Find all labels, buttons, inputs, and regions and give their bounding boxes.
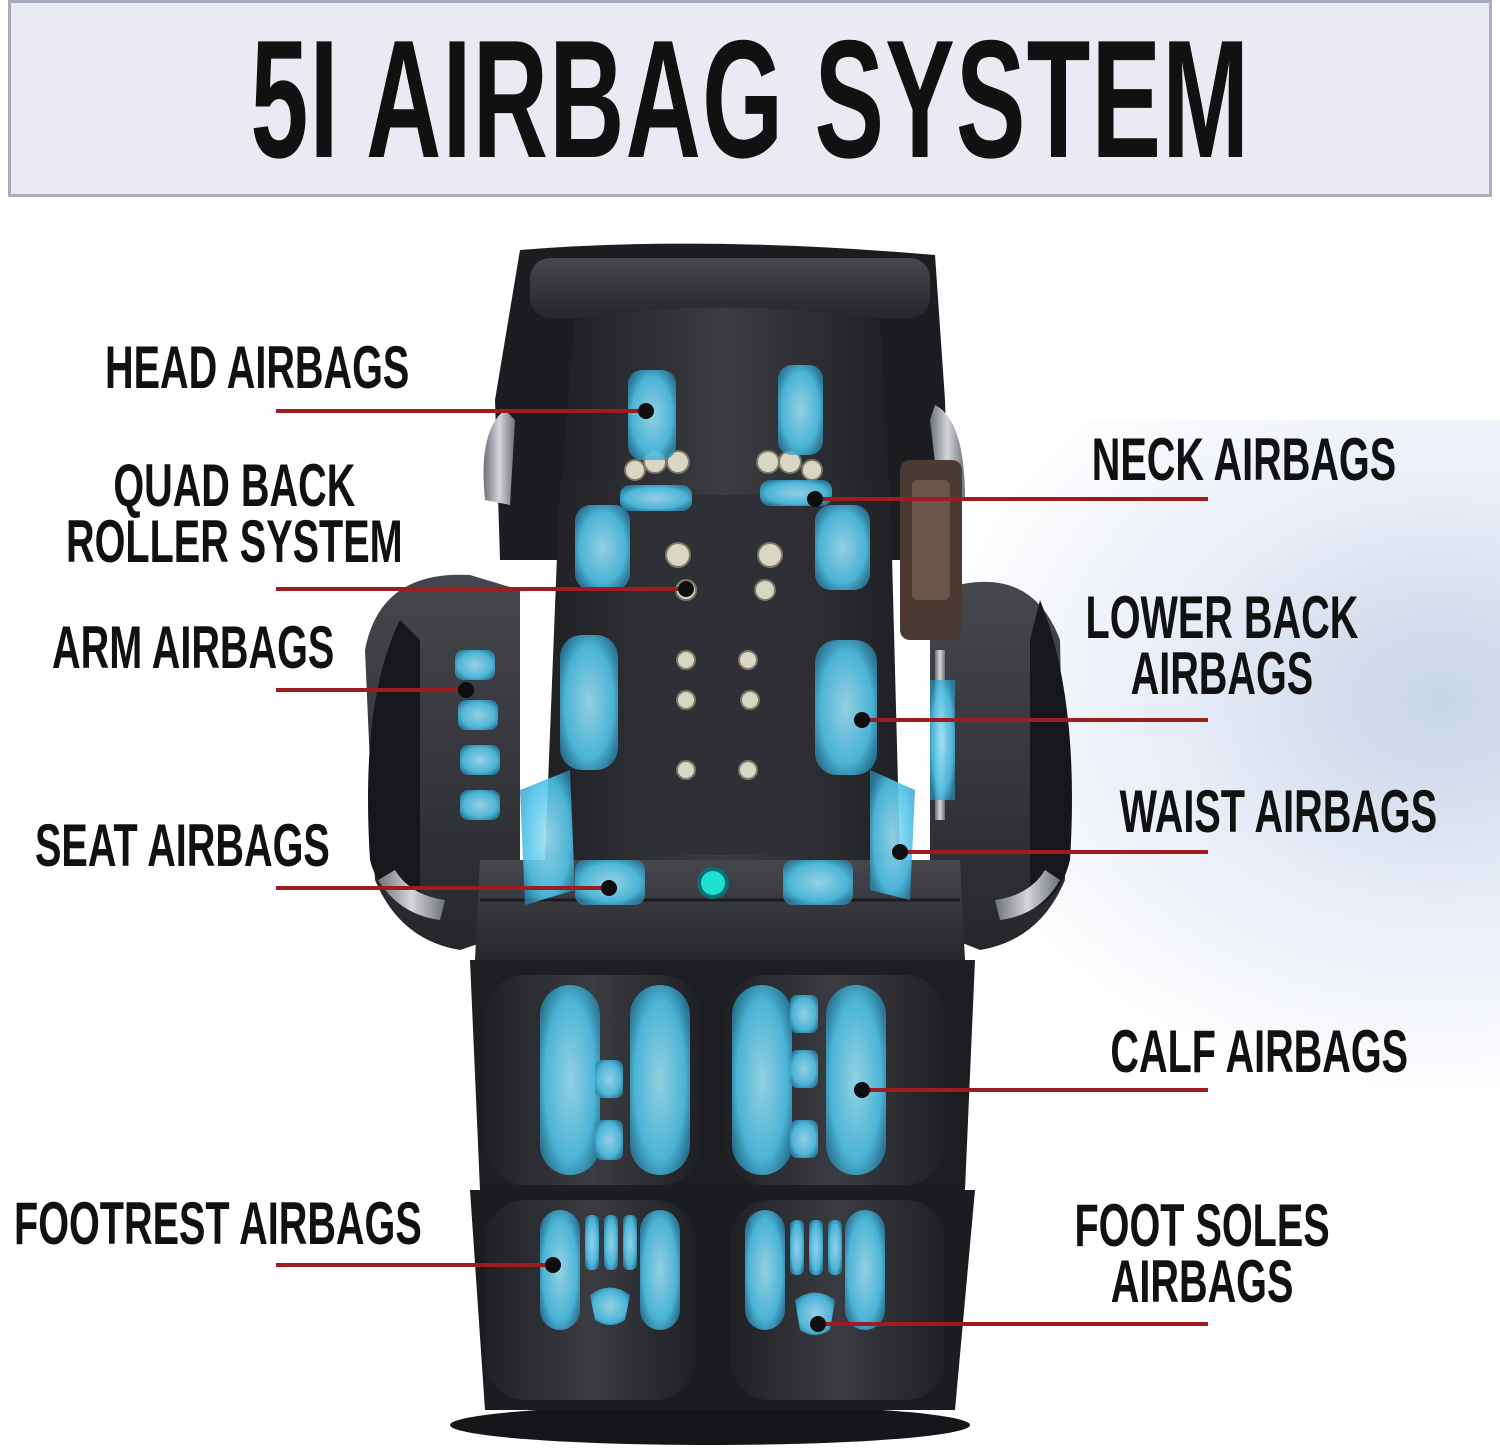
label-quad-back-roller: QUAD BACK ROLLER SYSTEM: [66, 452, 403, 575]
leader-dot-calf: [854, 1082, 870, 1098]
left-armrest-outer: [368, 620, 420, 910]
leader-line-lower-back: [862, 718, 1208, 722]
arm-airbag-4: [460, 790, 500, 820]
calf-airbag-1: [540, 985, 600, 1175]
calf-airbag-4: [826, 985, 886, 1175]
leader-line-foot-soles: [818, 1322, 1208, 1326]
shoulder-airbag-right: [815, 505, 870, 590]
arm-airbag-3: [460, 745, 500, 775]
chair-base-shadow: [450, 1405, 970, 1445]
leader-line-quad-back: [276, 587, 686, 591]
leader-dot-waist: [892, 844, 908, 860]
label-foot-soles-line1: FOOT SOLES: [1074, 1192, 1330, 1259]
shoulder-airbag-left: [575, 505, 630, 590]
label-calf-airbags: CALF AIRBAGS: [1110, 1018, 1408, 1085]
leader-line-neck: [815, 497, 1208, 501]
lower-back-airbag-left: [560, 635, 618, 770]
leader-line-arm: [276, 688, 466, 692]
leader-line-footrest: [276, 1263, 553, 1267]
right-armrest-trim: [995, 870, 1060, 920]
arm-airbag-2: [458, 700, 498, 730]
label-quad-back-line1: QUAD BACK: [113, 452, 356, 519]
seat-indicator-light: [697, 867, 729, 899]
foot-sole-airbag-left: [590, 1287, 630, 1325]
title-banner: 5I AIRBAG SYSTEM: [8, 0, 1492, 197]
label-waist-airbags: WAIST AIRBAGS: [1119, 778, 1437, 845]
label-lower-back-line2: AIRBAGS: [1130, 640, 1313, 707]
arm-airbag-1: [455, 650, 495, 680]
leader-dot-arm: [458, 682, 474, 698]
waist-airbag-left: [520, 770, 575, 905]
leader-dot-neck: [807, 491, 823, 507]
arm-airbag-right: [930, 680, 955, 800]
head-cushion: [560, 307, 890, 500]
label-foot-soles-airbags: FOOT SOLES AIRBAGS: [1074, 1192, 1330, 1315]
calf-airbag-3: [732, 985, 792, 1175]
label-neck-airbags: NECK AIRBAGS: [1091, 426, 1396, 493]
lower-back-airbag-right: [815, 640, 877, 775]
leader-line-seat: [276, 886, 609, 890]
label-arm-airbags: ARM AIRBAGS: [52, 614, 335, 681]
footrest-airbag-left: [540, 1210, 580, 1330]
calf-airbag-2: [630, 985, 690, 1175]
remote-buttons: [912, 480, 950, 600]
leader-dot-lower-back: [854, 712, 870, 728]
right-armrest-outer: [1030, 600, 1072, 910]
label-lower-back-airbags: LOWER BACK AIRBAGS: [1085, 584, 1358, 707]
label-head-airbags: HEAD AIRBAGS: [105, 334, 410, 401]
left-armrest-trim: [378, 870, 445, 920]
leader-dot-seat: [601, 880, 617, 896]
leader-line-waist: [900, 850, 1208, 854]
left-handle: [483, 410, 515, 505]
label-quad-back-line2: ROLLER SYSTEM: [66, 508, 403, 575]
leader-dot-footrest: [545, 1257, 561, 1273]
leader-dot-quad-back: [678, 581, 694, 597]
label-lower-back-line1: LOWER BACK: [1085, 584, 1358, 651]
seat-airbag-right: [783, 860, 853, 905]
head-airbag-right: [778, 365, 823, 455]
footrest-airbag-right: [845, 1210, 885, 1330]
headrest-top: [530, 258, 930, 318]
waist-airbag-right: [870, 770, 915, 900]
leader-dot-foot-soles: [810, 1316, 826, 1332]
label-seat-airbags: SEAT AIRBAGS: [35, 812, 330, 879]
neck-airbag-left: [620, 485, 692, 511]
airbags: [455, 365, 955, 1335]
leader-line-head: [276, 409, 646, 413]
page-title: 5I AIRBAG SYSTEM: [250, 4, 1250, 193]
label-foot-soles-line2: AIRBAGS: [1111, 1248, 1294, 1315]
leader-line-calf: [862, 1088, 1208, 1092]
label-footrest-airbags: FOOTREST AIRBAGS: [14, 1190, 422, 1257]
leader-dot-head: [638, 403, 654, 419]
